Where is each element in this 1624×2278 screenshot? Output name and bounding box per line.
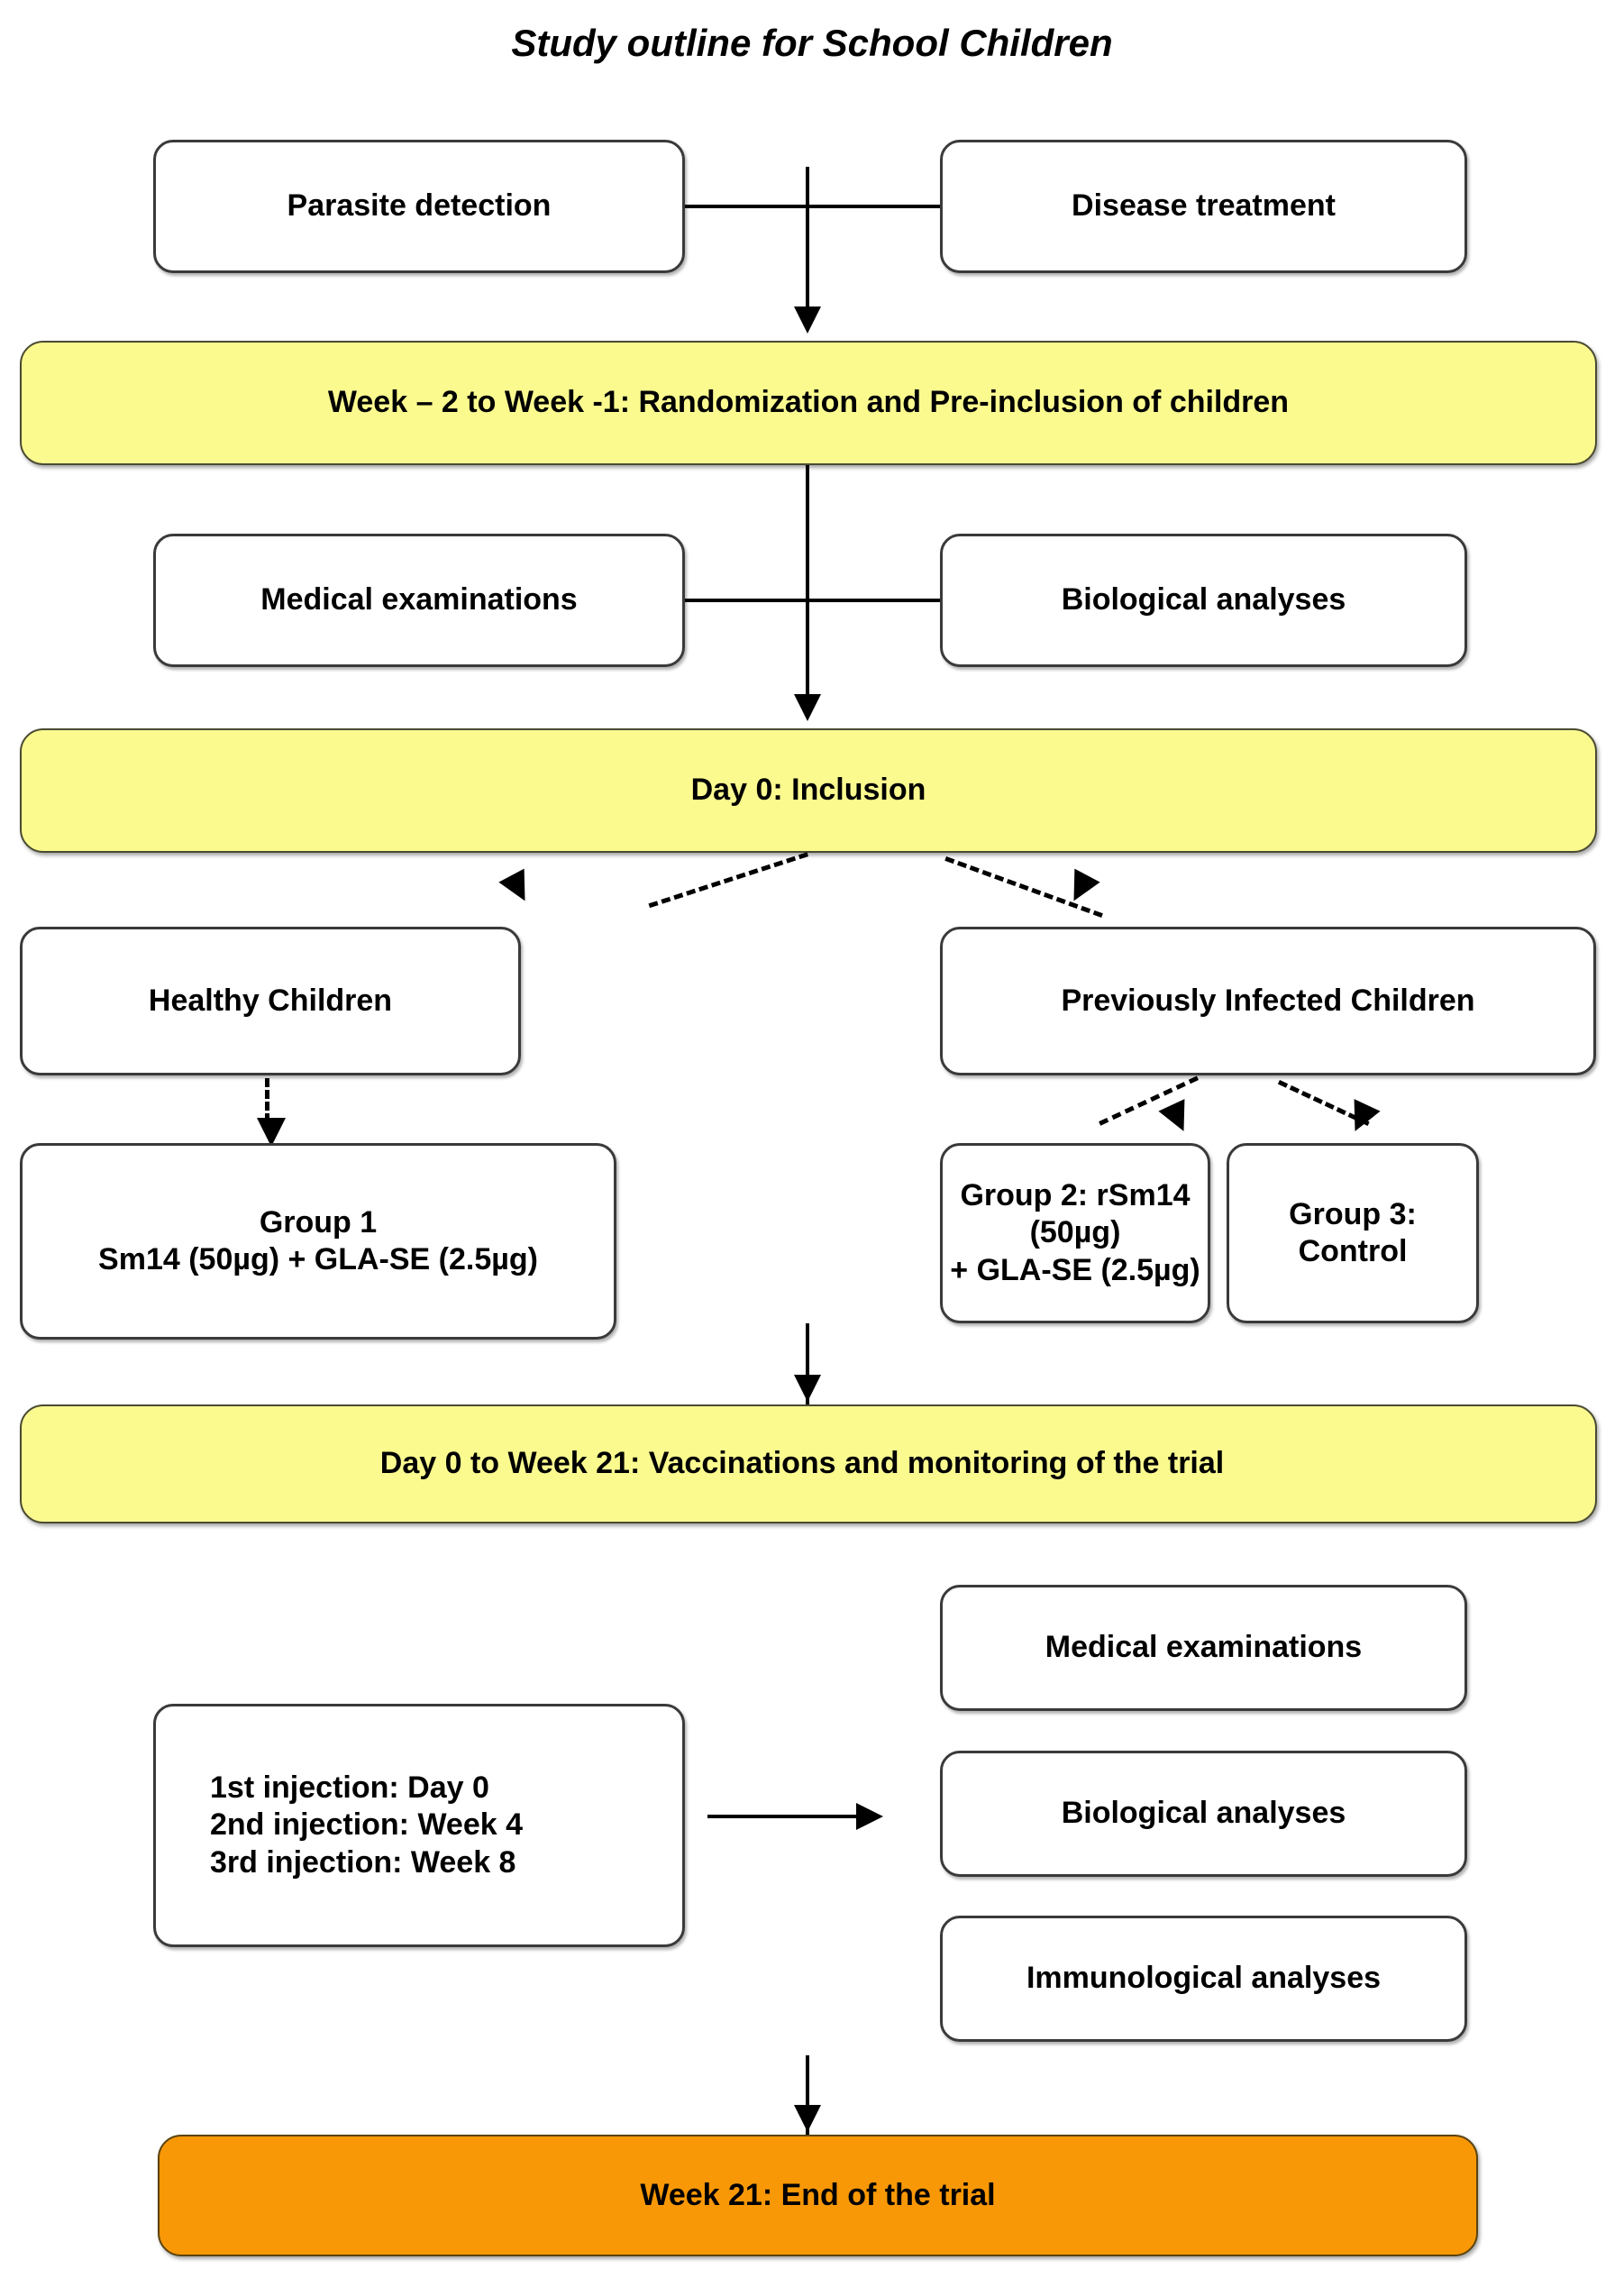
node-biological-analyses-bottom[interactable]: Biological analyses: [940, 1751, 1467, 1877]
arrowhead-to-vaccination: [794, 1375, 821, 1402]
arrowhead-to-end: [794, 2105, 821, 2132]
node-group-2[interactable]: Group 2: rSm14 (50µg) + GLA-SE (2.5µg): [940, 1143, 1210, 1323]
node-previously-infected-children-label: Previously Infected Children: [1061, 983, 1475, 1018]
node-injection-schedule[interactable]: 1st injection: Day 0 2nd injection: Week…: [153, 1704, 685, 1947]
node-medical-examinations-top[interactable]: Medical examinations: [153, 534, 685, 667]
node-biological-analyses-top[interactable]: Biological analyses: [940, 534, 1467, 667]
band-vaccination[interactable]: Day 0 to Week 21: Vaccinations and monit…: [20, 1404, 1597, 1523]
node-parasite-detection[interactable]: Parasite detection: [153, 140, 685, 273]
node-medical-examinations-bottom[interactable]: Medical examinations: [940, 1585, 1467, 1711]
node-group-2-label: Group 2: rSm14 (50µg) + GLA-SE (2.5µg): [950, 1177, 1200, 1287]
connector-dashed-to-healthy: [648, 852, 808, 909]
arrowhead-to-analyses: [856, 1803, 883, 1830]
page-title: Study outline for School Children: [511, 22, 1113, 64]
node-group-3[interactable]: Group 3: Control: [1227, 1143, 1479, 1323]
node-disease-treatment[interactable]: Disease treatment: [940, 140, 1467, 273]
node-disease-treatment-label: Disease treatment: [1072, 188, 1336, 224]
band-end-of-trial-label: Week 21: End of the trial: [640, 2177, 996, 2212]
node-previously-infected-children[interactable]: Previously Infected Children: [940, 927, 1596, 1075]
arrowhead-to-preinclusion: [794, 306, 821, 334]
node-group-1[interactable]: Group 1 Sm14 (50µg) + GLA-SE (2.5µg): [20, 1143, 616, 1340]
node-immunological-analyses-label: Immunological analyses: [1026, 1961, 1382, 1996]
band-inclusion-label: Day 0: Inclusion: [690, 773, 926, 808]
connector-schedule-to-analyses: [707, 1815, 861, 1818]
node-biological-analyses-bottom-label: Biological analyses: [1061, 1796, 1346, 1831]
band-inclusion[interactable]: Day 0: Inclusion: [20, 728, 1597, 853]
node-group-3-label: Group 3: Control: [1289, 1196, 1417, 1268]
node-healthy-children[interactable]: Healthy Children: [20, 927, 521, 1075]
connector-row1-down: [806, 167, 809, 311]
node-parasite-detection-label: Parasite detection: [287, 188, 552, 224]
node-medical-examinations-top-label: Medical examinations: [260, 582, 578, 618]
node-immunological-analyses[interactable]: Immunological analyses: [940, 1916, 1467, 2042]
band-preinclusion[interactable]: Week – 2 to Week -1: Randomization and P…: [20, 341, 1597, 465]
band-vaccination-label: Day 0 to Week 21: Vaccinations and monit…: [379, 1446, 1225, 1481]
arrowhead-dashed-to-healthy: [498, 868, 538, 908]
arrowhead-dashed-to-group2: [1158, 1099, 1197, 1138]
node-group-1-label: Group 1 Sm14 (50µg) + GLA-SE (2.5µg): [98, 1204, 538, 1276]
connector-to-end: [806, 2055, 809, 2136]
arrowhead-dashed-to-group1: [257, 1118, 286, 1147]
node-injection-schedule-label: 1st injection: Day 0 2nd injection: Week…: [210, 1770, 524, 1880]
arrowhead-dashed-to-group3: [1342, 1099, 1381, 1138]
band-preinclusion-label: Week – 2 to Week -1: Randomization and P…: [327, 385, 1290, 420]
connector-preinclusion-down: [806, 465, 809, 700]
connector-row2-horizontal: [685, 599, 940, 602]
band-end-of-trial[interactable]: Week 21: End of the trial: [158, 2135, 1478, 2256]
node-medical-examinations-bottom-label: Medical examinations: [1045, 1630, 1363, 1665]
arrowhead-to-inclusion: [794, 694, 821, 721]
connector-row1-horizontal: [685, 205, 940, 208]
connector-groups-down: [806, 1323, 809, 1404]
node-healthy-children-label: Healthy Children: [148, 983, 393, 1018]
node-biological-analyses-top-label: Biological analyses: [1061, 582, 1346, 618]
